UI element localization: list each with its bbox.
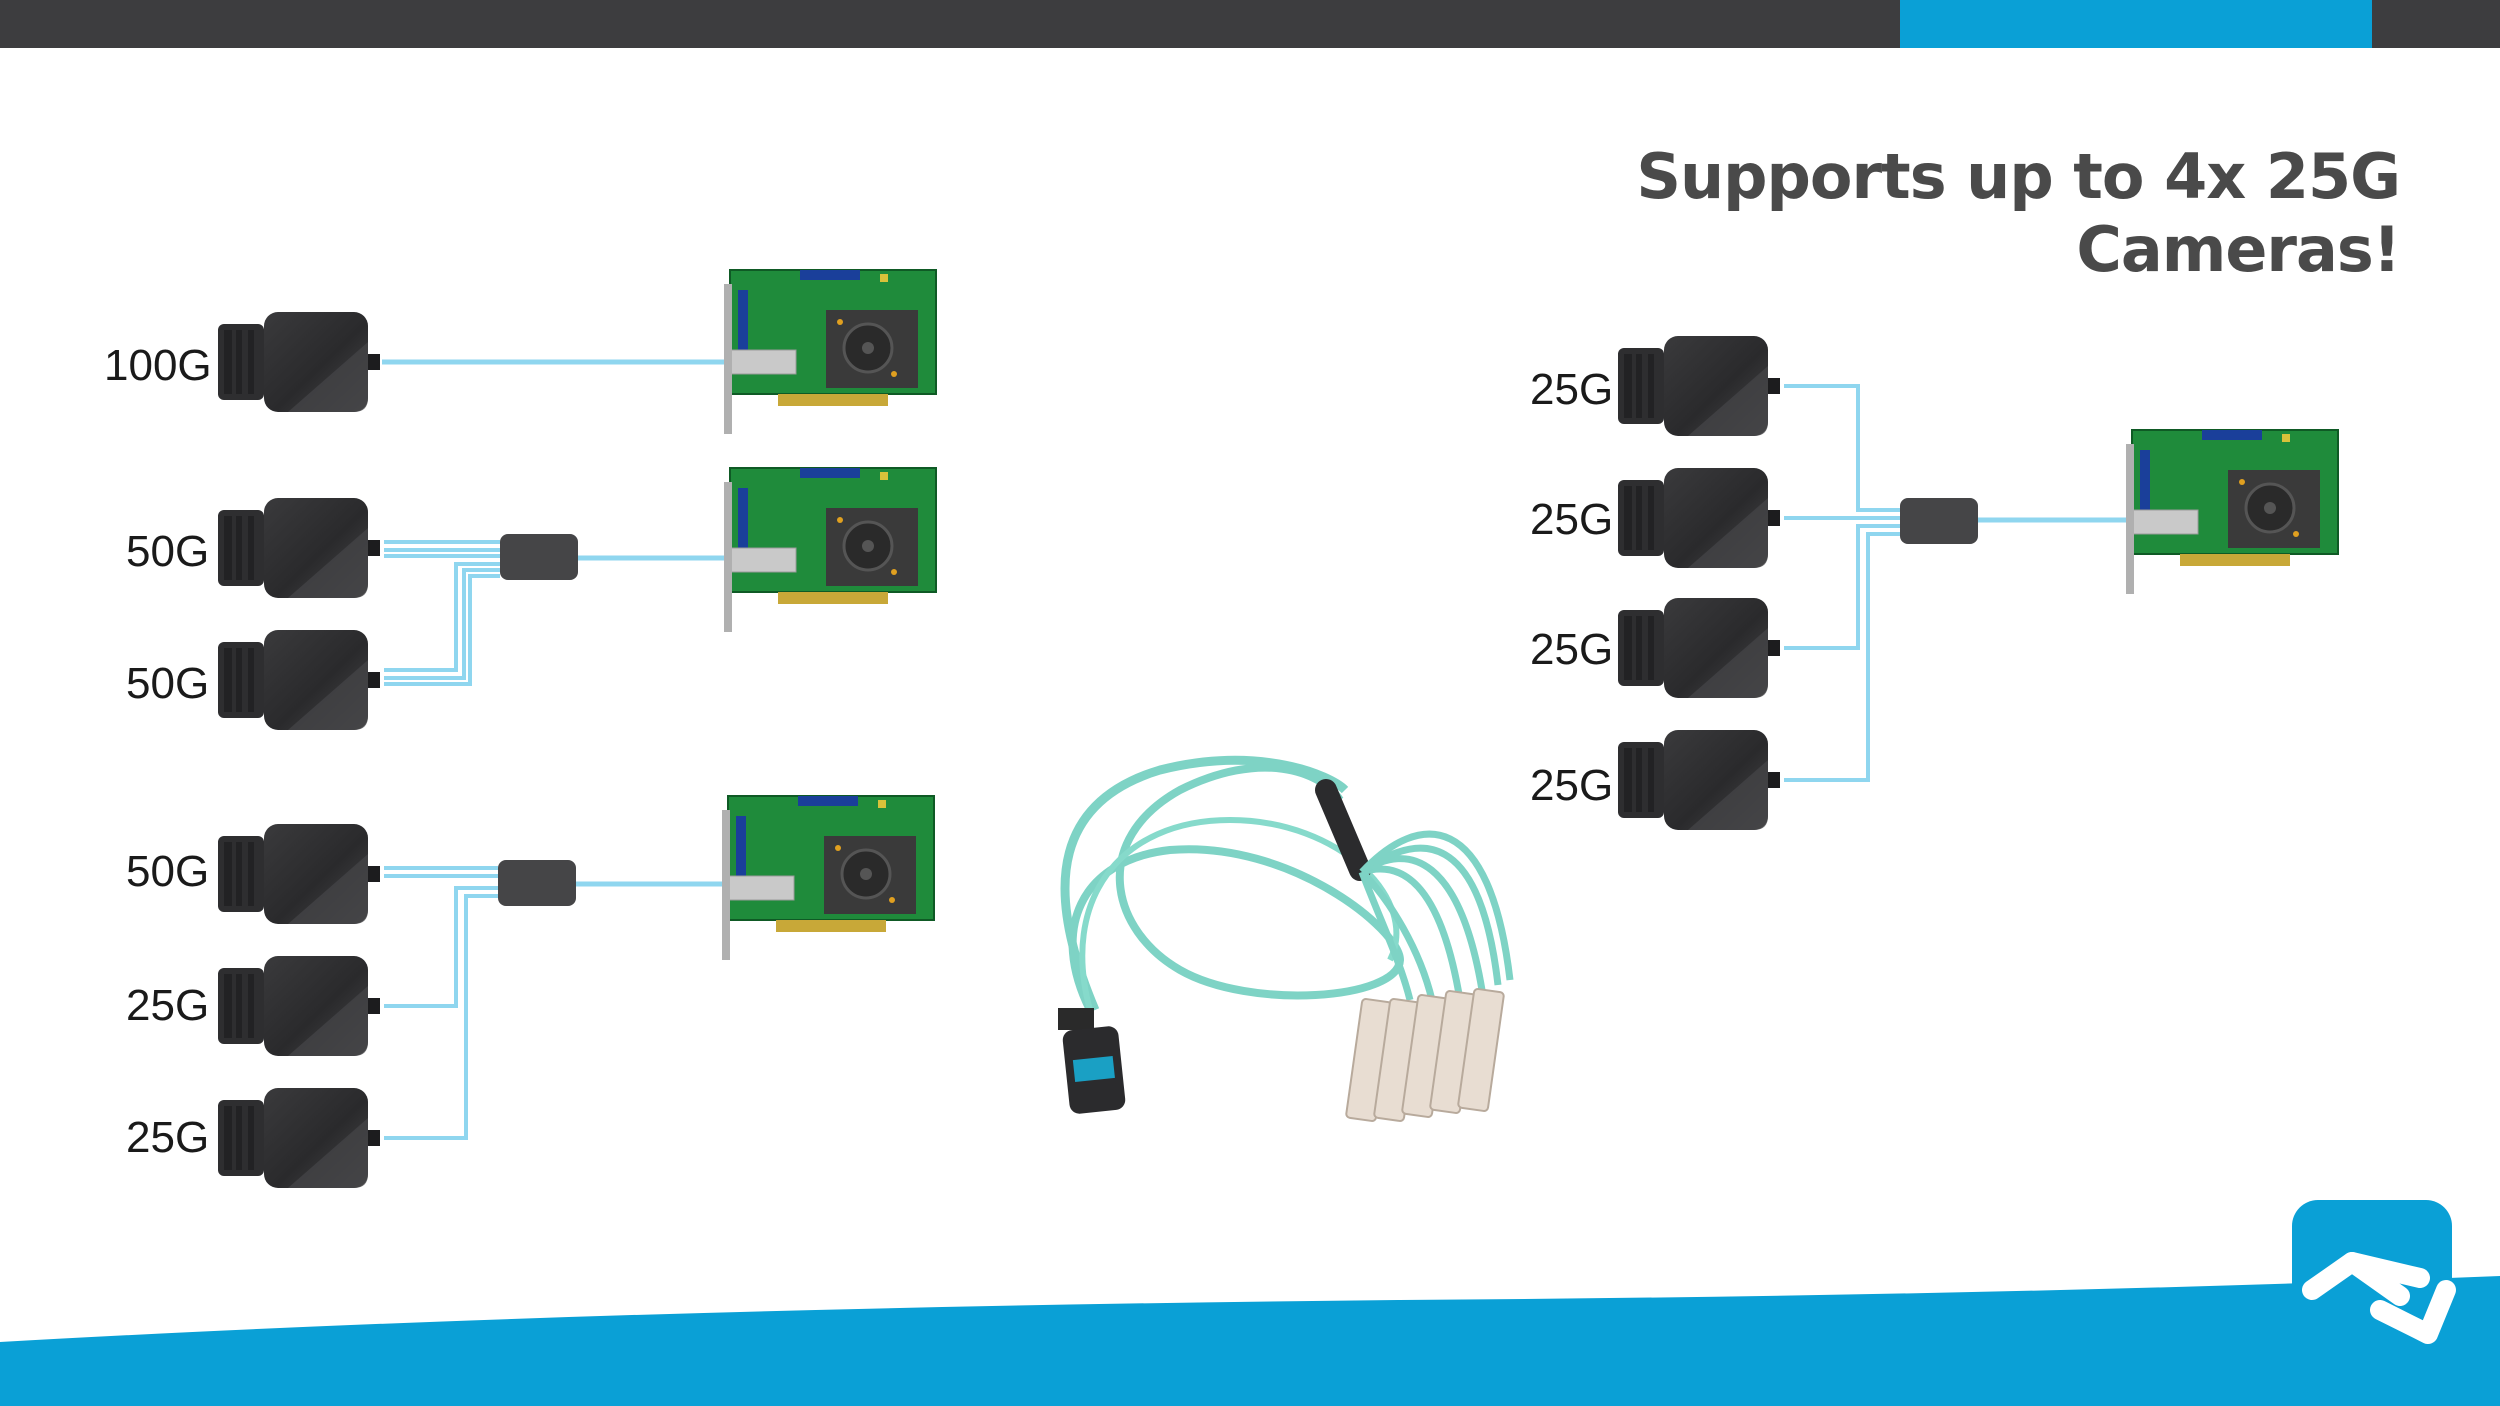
camera-icon — [1618, 598, 1780, 698]
camera-icon — [1618, 468, 1780, 568]
camera-icon — [1618, 730, 1780, 830]
camera-icon — [1618, 336, 1780, 436]
camera-label: 25G — [126, 1113, 209, 1162]
config-4x25g: 25G 25G 25G 25G — [1530, 336, 2340, 830]
camera-icon — [218, 1088, 380, 1188]
network-card-icon — [722, 466, 938, 634]
config-2x50g: 50G 50G — [126, 466, 938, 730]
splitter-icon — [498, 860, 576, 906]
camera-label: 25G — [1530, 495, 1613, 544]
breakout-cable-icon — [1058, 755, 1514, 1122]
camera-label: 50G — [126, 659, 209, 708]
top-bar-accent — [1900, 0, 2372, 48]
config-100g: 100G — [104, 268, 938, 436]
camera-label: 50G — [126, 527, 209, 576]
splitter-icon — [1900, 498, 1978, 544]
network-card-icon — [720, 794, 936, 962]
camera-label: 25G — [126, 981, 209, 1030]
network-card-icon — [2124, 428, 2340, 596]
camera-label: 50G — [126, 847, 209, 896]
page-title: Supports up to 4x 25G Cameras! — [1636, 140, 2401, 286]
camera-icon — [218, 824, 380, 924]
camera-icon — [218, 312, 380, 412]
camera-label: 25G — [1530, 365, 1613, 414]
brand-logo-icon[interactable] — [2292, 1200, 2456, 1350]
camera-label: 25G — [1530, 761, 1613, 810]
bottom-wave — [0, 1276, 2500, 1406]
config-50g-2x25g: 50G 25G 25G — [126, 794, 936, 1188]
camera-label: 100G — [104, 341, 212, 390]
splitter-icon — [500, 534, 578, 580]
camera-icon — [218, 956, 380, 1056]
camera-icon — [218, 630, 380, 730]
camera-icon — [218, 498, 380, 598]
camera-label: 25G — [1530, 625, 1613, 674]
network-card-icon — [722, 268, 938, 436]
